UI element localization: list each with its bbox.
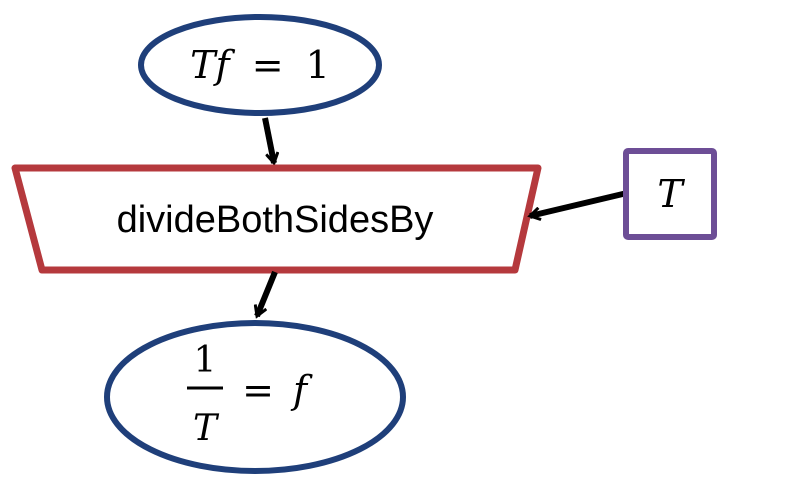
argument-node: T <box>623 148 717 240</box>
operation-label: divideBothSidesBy <box>117 199 434 241</box>
output-op: = <box>242 368 274 412</box>
output-numerator: 1 <box>194 340 217 381</box>
arrow-argument-to-operation <box>530 190 628 216</box>
input-rhs: 1 <box>306 43 330 87</box>
operation-node: divideBothSidesBy <box>11 164 542 274</box>
input-op: = <box>252 43 284 87</box>
svg-text:Tf = 1: Tf = 1 <box>190 43 330 87</box>
argument-label: T <box>657 172 685 216</box>
output-denominator: T <box>193 408 220 449</box>
input-lhs: Tf <box>190 43 235 87</box>
arrow-operation-to-output <box>257 270 278 316</box>
output-equation-node: 1 T = f <box>104 320 406 474</box>
input-equation-node: Tf = 1 <box>138 14 382 116</box>
arrow-input-to-operation <box>262 117 274 163</box>
